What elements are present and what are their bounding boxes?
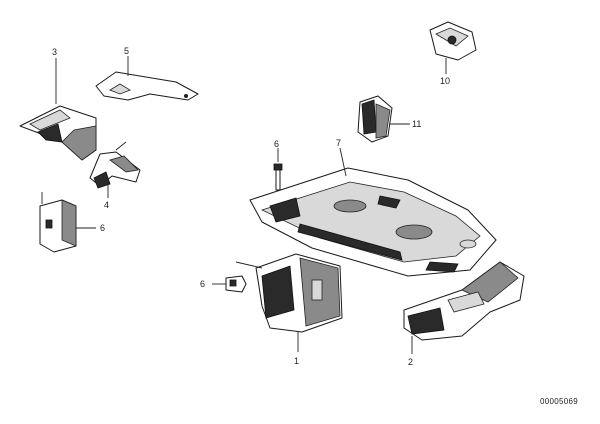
part-5-plate — [95, 56, 199, 101]
part-7-tray — [249, 147, 497, 277]
callout-5: 5 — [124, 46, 129, 56]
part-2-bracket — [403, 261, 525, 354]
callout-6-left: 6 — [100, 223, 105, 233]
part-6-small-bracket — [39, 192, 96, 253]
callout-4: 4 — [104, 200, 109, 210]
part-6-screw — [212, 275, 247, 293]
part-3-bracket — [19, 58, 97, 161]
part-10-clip — [429, 21, 477, 74]
callout-7: 7 — [336, 138, 341, 148]
callout-11: 11 — [412, 119, 421, 129]
part-1-bracket — [235, 253, 343, 352]
callout-6-mid: 6 — [200, 279, 205, 289]
callout-2: 2 — [408, 357, 413, 367]
callout-3: 3 — [52, 47, 57, 57]
callout-6-top: 6 — [274, 139, 279, 149]
callout-1: 1 — [294, 356, 299, 366]
reference-code: 00005069 — [540, 397, 578, 406]
callout-10: 10 — [440, 76, 450, 86]
part-4-bracket — [89, 141, 141, 198]
part-11-clip — [357, 95, 410, 143]
